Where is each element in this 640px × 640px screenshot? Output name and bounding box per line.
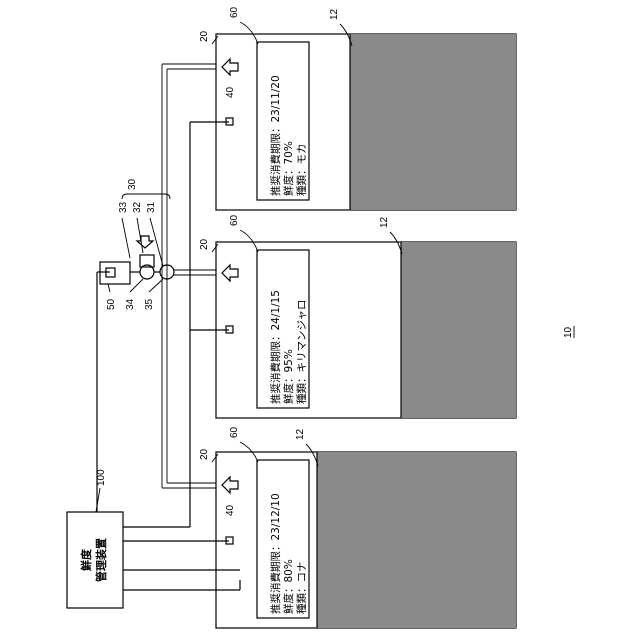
valve-group: 30 33 32 31 50 34 35 bbox=[100, 178, 174, 310]
expiry-text: 推奨消費期限：23/12/10 bbox=[269, 493, 282, 614]
ref-valve-b: 32 bbox=[132, 201, 143, 213]
ref-display: 60 bbox=[229, 6, 240, 18]
ref-sensor: 40 bbox=[225, 86, 236, 98]
gas-inlet-arrow-icon bbox=[222, 265, 238, 281]
wiring bbox=[97, 122, 240, 590]
bean-type-text: 種類：モカ bbox=[295, 144, 308, 197]
figure-number: 10 bbox=[563, 326, 574, 338]
coffee-tank bbox=[401, 242, 516, 418]
ref-unit: 20 bbox=[199, 238, 210, 250]
ref-unit: 20 bbox=[199, 448, 210, 460]
freshness-text: 鮮度：80% bbox=[282, 559, 295, 614]
ref-controller: 50 bbox=[106, 298, 117, 310]
container-kilimanjaro: 種類：キリマンジャロ 鮮度：95% 推奨消費期限：24/1/15 20 60 1… bbox=[199, 214, 516, 418]
ref-valve-a: 31 bbox=[146, 201, 157, 213]
device-label-line-2: 管理装置 bbox=[94, 538, 108, 582]
freshness-management-device: 鮮度 管理装置 100 bbox=[67, 469, 123, 608]
ref-display: 60 bbox=[229, 426, 240, 438]
ref-tank: 12 bbox=[329, 8, 340, 20]
coffee-tank bbox=[317, 452, 516, 628]
ref-valve-c: 33 bbox=[118, 201, 129, 213]
freshness-text: 鮮度：95% bbox=[282, 349, 295, 404]
bean-type-text: 種類：コナ bbox=[295, 562, 308, 615]
device-ref-label: 100 bbox=[96, 469, 107, 486]
container-kona: 種類：コナ 鮮度：80% 推奨消費期限：23/12/10 20 40 60 12 bbox=[199, 426, 516, 628]
valve-arrow bbox=[137, 236, 153, 248]
ref-sensor: 40 bbox=[225, 504, 236, 516]
gas-inlet-arrow-icon bbox=[222, 477, 238, 493]
expiry-text: 推奨消費期限：24/1/15 bbox=[269, 290, 282, 404]
ref-valve-e: 35 bbox=[144, 298, 155, 310]
ref-unit: 20 bbox=[199, 30, 210, 42]
freshness-text: 鮮度：70% bbox=[282, 141, 295, 196]
gas-pipes bbox=[162, 64, 216, 488]
ref-valve-d: 34 bbox=[125, 298, 136, 310]
container-mocha: 種類：モカ 鮮度：70% 推奨消費期限：23/11/20 20 40 60 12 bbox=[199, 6, 516, 210]
ref-tank: 12 bbox=[295, 428, 306, 440]
ref-display: 60 bbox=[229, 214, 240, 226]
ref-tank: 12 bbox=[379, 216, 390, 228]
figure-number-text: 10 bbox=[563, 326, 574, 338]
ref-valve-group: 30 bbox=[127, 178, 138, 190]
device-label-line-1: 鮮度 bbox=[79, 548, 93, 571]
gas-inlet-arrow-icon bbox=[222, 59, 238, 75]
expiry-text: 推奨消費期限：23/11/20 bbox=[269, 75, 282, 196]
coffee-tank bbox=[350, 34, 516, 210]
bean-type-text: 種類：キリマンジャロ bbox=[295, 300, 308, 404]
